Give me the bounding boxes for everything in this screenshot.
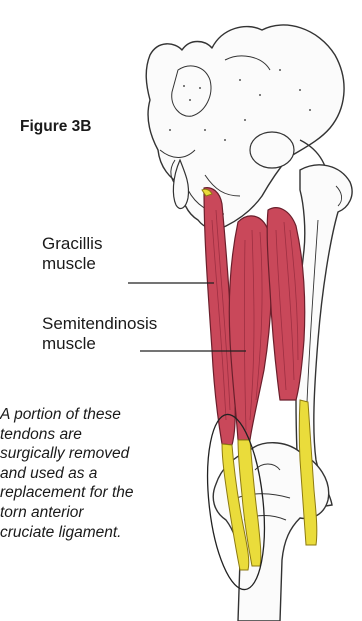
semitendinosus-muscle	[229, 216, 271, 440]
gracillis-muscle-label: Gracillis muscle	[42, 234, 152, 275]
semitendinosis-muscle-label: Semitendinosis muscle	[42, 314, 222, 355]
figure-title: Figure 3B	[20, 118, 91, 137]
biceps-femoris-muscle	[267, 208, 305, 400]
figure-caption: A portion of these tendons are surgicall…	[0, 405, 198, 542]
